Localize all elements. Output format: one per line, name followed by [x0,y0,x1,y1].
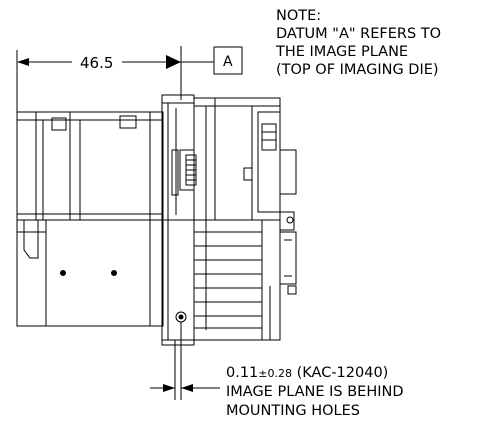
datum-box [213,46,243,75]
note-title: NOTE: [276,8,321,24]
d-sub-connector [279,231,297,285]
lens-mount-lower [16,219,164,327]
heat-sink-fins [194,220,263,340]
datum-note: NOTE: DATUM "A" REFERS TO THE IMAGE PLAN… [275,8,441,78]
lens-mount-upper [16,111,164,221]
note-line-3: (TOP OF IMAGING DIE) [276,62,439,78]
rear-housing [193,97,281,341]
rear-board [257,111,281,213]
rear-port [279,149,297,195]
screw-left [60,270,66,276]
dimension-value: 46.5 [80,54,113,72]
camera-side-view [16,94,297,346]
note-line-2: THE IMAGE PLANE [275,44,408,60]
arrowhead-a [163,384,175,392]
offset-tolerance: ±0.28 [258,367,292,380]
dimension-image-plane-offset [150,322,220,400]
offset-note-line-2: IMAGE PLANE IS BEHIND [226,384,404,400]
screw-right [111,270,117,276]
arrowhead-left [17,58,29,66]
offset-part-number: (KAC-12040) [292,365,388,381]
offset-note: 0.11±0.28 (KAC-12040) IMAGE PLANE IS BEH… [226,365,404,419]
note-line-1: DATUM "A" REFERS TO [276,26,441,42]
datum-letter: A [223,54,233,70]
dimension-46-5 [16,46,182,112]
arrowhead-b [181,384,193,392]
arrowhead-right [166,55,181,69]
offset-value: 0.11 [226,365,258,381]
offset-value-line: 0.11±0.28 (KAC-12040) [226,365,388,381]
offset-note-line-3: MOUNTING HOLES [226,403,360,419]
datum-a-symbol: A [181,46,243,75]
